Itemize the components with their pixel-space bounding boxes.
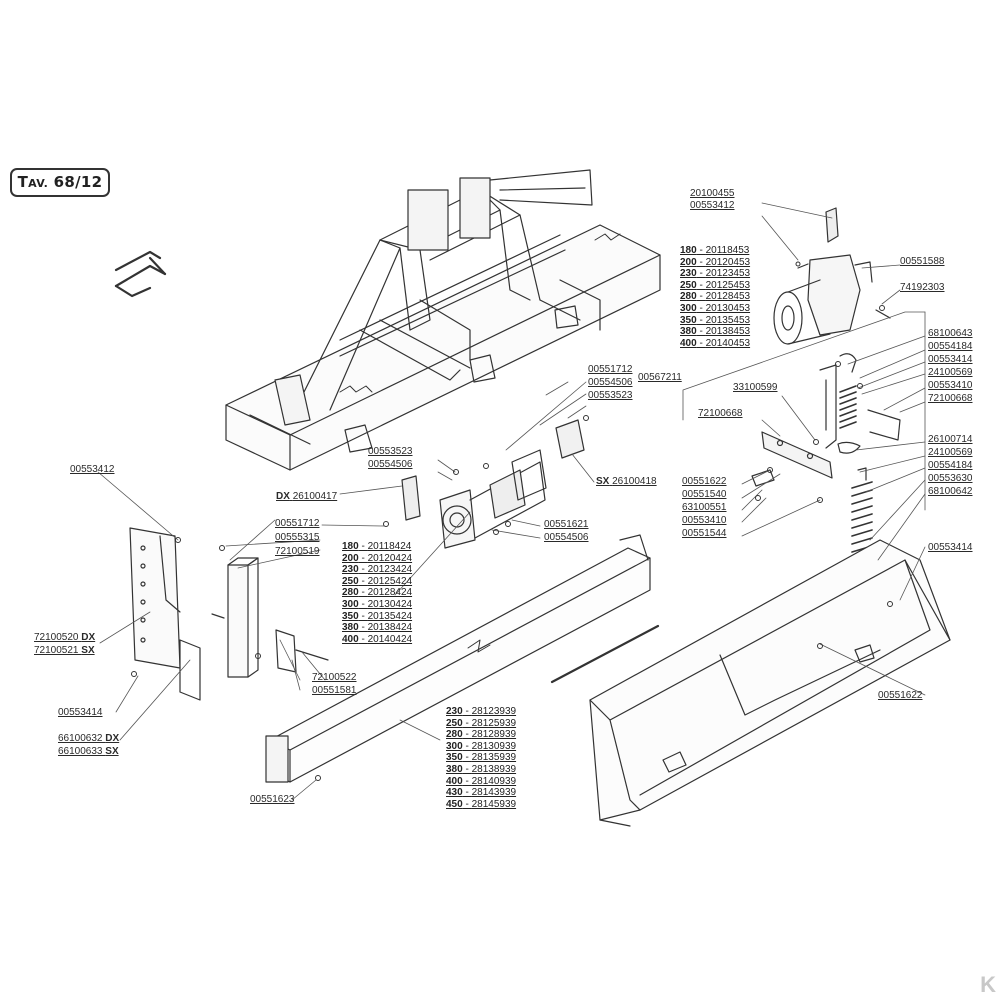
part-label: 20100455 — [690, 188, 735, 199]
part-label: 72100519 — [275, 546, 320, 557]
part-label: 33100599 — [733, 382, 778, 393]
part-label: 66100632 DX — [58, 733, 120, 744]
part-label: 00553523 — [588, 390, 633, 401]
shaft-size-row: 200 - 20120424 — [342, 552, 413, 564]
part-label: 00553414 — [928, 354, 973, 365]
part-label: 74192303 — [900, 282, 945, 293]
bracket-plate — [751, 431, 833, 487]
part-label: 00553630 — [928, 473, 973, 484]
part-label: 00553523 — [368, 446, 413, 457]
part-label: 24100569 — [928, 447, 973, 458]
part-label: 72100521 SX — [34, 645, 95, 656]
part-label: 00553410 — [682, 515, 727, 526]
hub-size-row: 230 - 20123453 — [680, 268, 751, 280]
beam-size-row: 350 - 28135939 — [446, 752, 517, 764]
shaft-size-row: 350 - 20135424 — [342, 610, 413, 622]
hub-assembly — [773, 207, 891, 345]
table-prefix-small: AV. — [28, 177, 49, 190]
table-number-badge: TAV. 68/12 — [10, 168, 110, 197]
part-label: 00553412 — [70, 464, 115, 475]
direction-arrow-icon — [114, 250, 167, 298]
hub-size-row: 300 - 20130453 — [680, 302, 751, 314]
lift-bracket — [179, 557, 329, 701]
part-label: DX 26100417 — [276, 491, 338, 502]
drive-shaft — [401, 419, 585, 549]
shaft-size-row: 250 - 20125424 — [342, 575, 413, 587]
rotary-tiller-frame — [225, 169, 661, 471]
part-label: 72100668 — [698, 408, 743, 419]
hub-size-table: 180 - 20118453 200 - 20120453 230 - 2012… — [680, 245, 750, 349]
hub-size-row: 200 - 20120453 — [680, 256, 751, 268]
side-plate — [129, 527, 181, 669]
hub-size-row: 400 - 20140453 — [680, 337, 751, 349]
part-label: 00553412 — [690, 200, 735, 211]
shaft-size-row: 230 - 20123424 — [342, 564, 413, 576]
shaft-size-row: 380 - 20138424 — [342, 622, 413, 634]
part-label: 00554184 — [928, 460, 973, 471]
hub-size-row: 380 - 20138453 — [680, 326, 751, 338]
part-label: 00553410 — [928, 380, 973, 391]
part-label: 24100569 — [928, 367, 973, 378]
table-number: 68/12 — [53, 173, 103, 191]
part-label: 00551712 — [588, 364, 633, 375]
part-label: 72100668 — [928, 393, 973, 404]
hub-size-row: 180 - 20118453 — [680, 245, 750, 256]
part-label: 00554506 — [588, 377, 633, 388]
beam-size-row: 380 - 28138939 — [446, 763, 517, 775]
part-label: 00555315 — [275, 532, 320, 543]
part-label: 00551621 — [544, 519, 589, 530]
part-label: 00551540 — [682, 489, 727, 500]
part-label: 63100551 — [682, 502, 727, 513]
watermark-logo: K — [980, 972, 996, 997]
part-label: SX 26100418 — [596, 476, 657, 487]
part-label: 00551622 — [878, 690, 923, 701]
part-label: 00554506 — [544, 532, 589, 543]
hub-size-row: 250 - 20125453 — [680, 279, 751, 291]
shaft-size-table: 180 - 20118424 200 - 20120424 230 - 2012… — [342, 541, 412, 645]
shaft-size-row: 400 - 20140424 — [342, 633, 413, 645]
beam-size-row: 300 - 28130939 — [446, 740, 517, 752]
part-label: 00551544 — [682, 528, 727, 539]
beam-size-table: 230 - 28123939 250 - 28125939 280 - 2812… — [446, 706, 516, 810]
hub-size-row: 280 - 20128453 — [680, 291, 751, 303]
transmission-beam — [265, 534, 651, 783]
rear-leveling-board — [589, 539, 951, 827]
part-label: 26100714 — [928, 434, 973, 445]
part-label: 00551622 — [682, 476, 727, 487]
part-label: 00554506 — [368, 459, 413, 470]
beam-size-row: 430 - 28143939 — [446, 787, 517, 799]
part-label: 72100522 — [312, 672, 357, 683]
part-label: 66100633 SX — [58, 746, 119, 757]
hub-size-row: 350 - 20135453 — [680, 314, 751, 326]
beam-size-row: 400 - 28140939 — [446, 775, 517, 787]
part-label: 00551623 — [250, 794, 295, 805]
beam-size-row: 250 - 28125939 — [446, 717, 517, 729]
shaft-size-row: 300 - 20130424 — [342, 598, 413, 610]
shaft-size-row: 180 - 20118424 — [342, 541, 412, 552]
table-prefix: T — [17, 173, 29, 191]
part-label: 00567211 — [638, 372, 682, 383]
part-label: 00553414 — [928, 542, 973, 553]
beam-size-row: 280 - 28128939 — [446, 729, 517, 741]
part-label: 00553414 — [58, 707, 103, 718]
part-label: 00554184 — [928, 341, 973, 352]
part-label: 68100643 — [928, 328, 973, 339]
shaft-size-row: 280 - 20128424 — [342, 587, 413, 599]
guide-rod — [550, 624, 660, 684]
beam-size-row: 230 - 28123939 — [446, 706, 517, 717]
beam-size-row: 450 - 28145939 — [446, 798, 517, 810]
part-label: 72100520 DX — [34, 632, 96, 643]
part-label: 00551712 — [275, 518, 320, 529]
part-label: 00551588 — [900, 256, 945, 267]
fasteners — [131, 261, 893, 781]
part-label: 00551581 — [312, 685, 357, 696]
part-label: 68100642 — [928, 486, 973, 497]
